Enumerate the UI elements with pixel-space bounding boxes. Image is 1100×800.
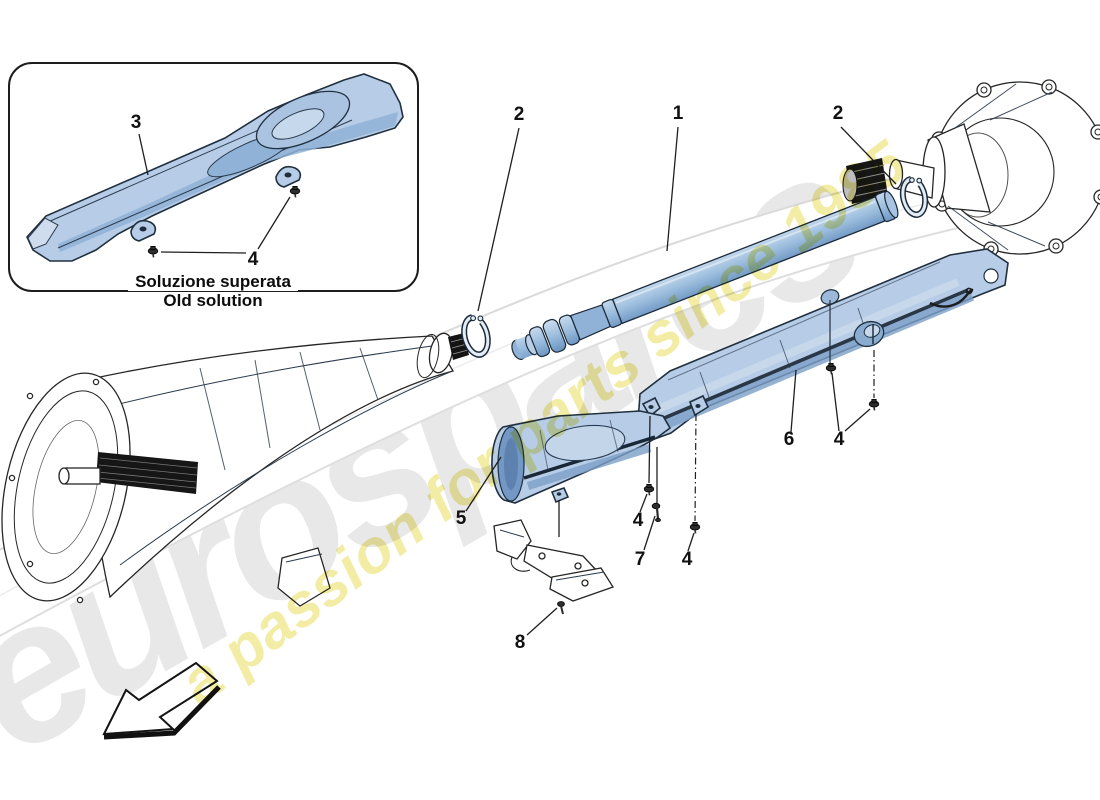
fasteners: [643, 362, 880, 535]
callout-6[interactable]: 6: [783, 429, 795, 450]
old-solution-inset-box: [8, 62, 419, 292]
callout-2-right[interactable]: 2: [832, 103, 844, 124]
direction-arrow-icon: [102, 661, 221, 740]
heat-shield-rear-drawing: [635, 248, 1009, 442]
callout-8[interactable]: 8: [514, 632, 526, 653]
old-heat-shield-drawing: [26, 73, 404, 262]
callout-4-a[interactable]: 4: [632, 510, 644, 531]
callout-4-b[interactable]: 4: [681, 549, 693, 570]
differential-housing-drawing: [842, 79, 1100, 257]
screw-8: [557, 601, 565, 615]
caption-english: Old solution: [163, 291, 263, 310]
snap-ring-left: [461, 311, 491, 358]
caption-italian: Soluzione superata: [128, 272, 298, 291]
transmission-pipe-drawing: [511, 190, 899, 360]
callout-4-inset[interactable]: 4: [247, 249, 259, 270]
support-bracket-drawing: [493, 519, 614, 615]
bolt-4-a: [643, 483, 655, 497]
bolt-4-b: [689, 521, 701, 535]
old-solution-caption: Soluzione superata Old solution: [128, 272, 298, 310]
heat-shield-front-drawing: [491, 410, 672, 504]
callout-2-left[interactable]: 2: [513, 104, 525, 125]
pin-7: [651, 502, 661, 523]
snap-ring-right: [899, 173, 929, 218]
callout-1[interactable]: 1: [672, 103, 684, 124]
callout-4-c[interactable]: 4: [833, 429, 845, 450]
leader-lines: [138, 126, 897, 636]
callout-7[interactable]: 7: [634, 549, 646, 570]
bolt-4-c: [825, 362, 837, 376]
callout-3[interactable]: 3: [130, 112, 142, 133]
callout-5[interactable]: 5: [455, 508, 467, 529]
bolt-4-d: [868, 398, 880, 412]
gearbox-housing-drawing: [1, 332, 469, 607]
